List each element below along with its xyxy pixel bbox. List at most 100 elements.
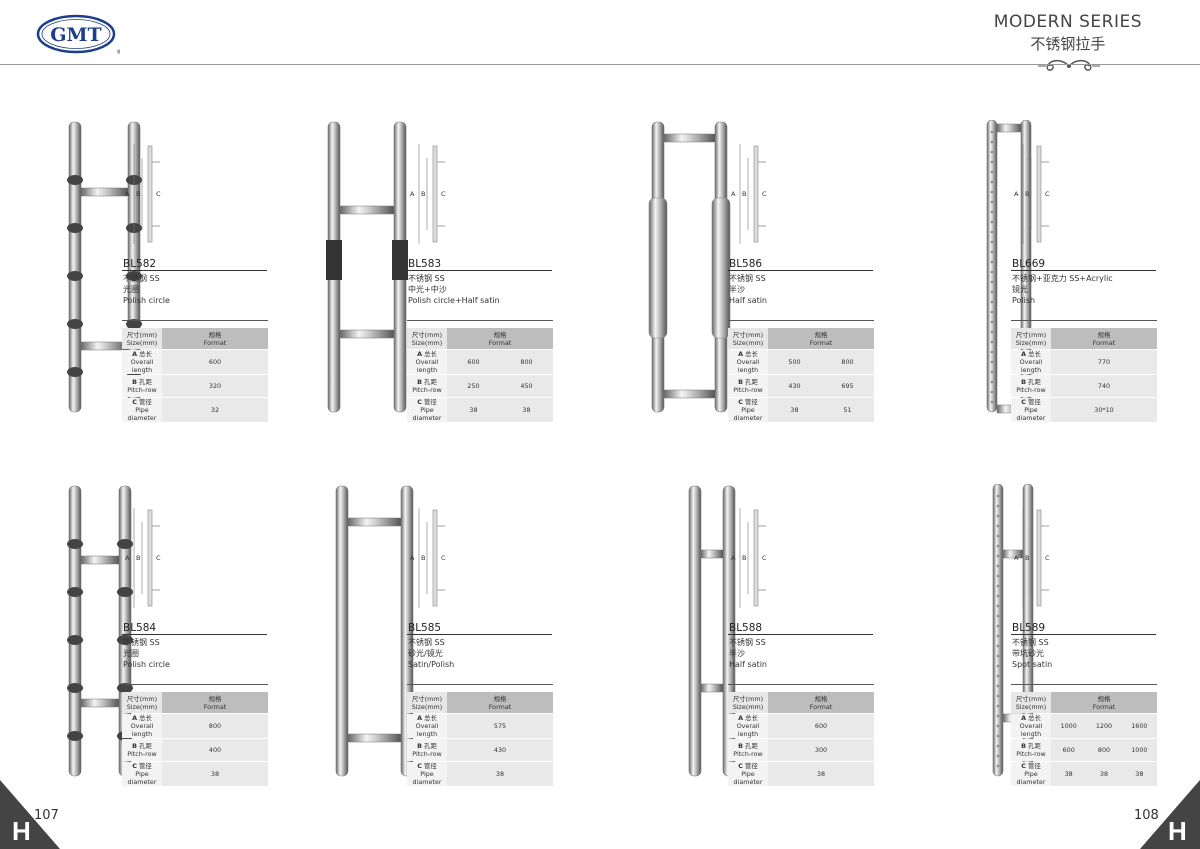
spec-value: 1000 <box>1121 739 1157 761</box>
spec-value: 38 <box>447 398 500 422</box>
spec-value: 600 <box>162 350 268 374</box>
svg-text:B: B <box>421 190 425 198</box>
spec-value: 400 <box>162 739 268 761</box>
spec-value: 600 <box>1051 739 1087 761</box>
series-title-zh: 不锈钢拉手 <box>1030 35 1106 53</box>
spec-value: 250 <box>447 375 500 397</box>
spec-value: 770 <box>1051 350 1157 374</box>
svg-text:A: A <box>125 554 130 562</box>
size-header: 尺寸(mm)Size(mm) <box>1011 692 1051 713</box>
svg-text:A: A <box>410 554 415 562</box>
product-code: BL589 <box>1012 622 1046 634</box>
svg-text:C: C <box>762 554 767 562</box>
spec-value: 38 <box>447 762 553 786</box>
svg-text:C: C <box>762 190 767 198</box>
spec-value: 800 <box>500 350 553 374</box>
size-header: 尺寸(mm)Size(mm) <box>407 328 447 349</box>
product-code: BL582 <box>123 258 157 270</box>
svg-text:C: C <box>441 554 446 562</box>
svg-text:B: B <box>136 190 140 198</box>
svg-text:H: H <box>1168 816 1187 846</box>
spec-value: 51 <box>821 398 874 422</box>
size-header: 尺寸(mm)Size(mm) <box>122 692 162 713</box>
spec-value: 1200 <box>1086 714 1122 738</box>
corner-tab-right: H <box>1140 780 1200 849</box>
gmt-logo: GMT ® <box>36 14 120 56</box>
page-number-right: 108 <box>1134 808 1159 823</box>
spec-value: 300 <box>768 739 874 761</box>
svg-text:A: A <box>1014 554 1019 562</box>
spec-value: 575 <box>447 714 553 738</box>
svg-text:C: C <box>156 554 161 562</box>
svg-text:B: B <box>742 554 746 562</box>
product-code: BL584 <box>123 622 157 634</box>
ornament-flourish <box>1038 59 1100 71</box>
svg-text:A: A <box>1014 190 1019 198</box>
product-photo <box>335 485 414 777</box>
svg-text:A: A <box>125 190 130 198</box>
product-code: BL585 <box>408 622 442 634</box>
svg-text:GMT: GMT <box>50 24 101 46</box>
spec-value: 600 <box>768 714 874 738</box>
spec-value: 430 <box>768 375 821 397</box>
series-title: MODERN SERIES 不锈钢拉手 <box>994 12 1142 54</box>
spec-value: 320 <box>162 375 268 397</box>
spec-value: 38 <box>1121 762 1157 786</box>
product-photo <box>648 121 731 413</box>
svg-text:B: B <box>421 554 425 562</box>
spec-value: 30*10 <box>1051 398 1157 422</box>
header-rule <box>0 64 1200 65</box>
corner-tab-left: H <box>0 780 60 849</box>
spec-value: 38 <box>162 762 268 786</box>
spec-value: 695 <box>821 375 874 397</box>
spec-value: 740 <box>1051 375 1157 397</box>
size-header: 尺寸(mm)Size(mm) <box>407 692 447 713</box>
spec-value: 38 <box>768 398 821 422</box>
spec-value: 38 <box>1051 762 1087 786</box>
svg-text:A: A <box>731 554 736 562</box>
size-header: 尺寸(mm)Size(mm) <box>728 692 768 713</box>
spec-value: 430 <box>447 739 553 761</box>
product-code: BL583 <box>408 258 442 270</box>
spec-value: 38 <box>1086 762 1122 786</box>
size-header: 尺寸(mm)Size(mm) <box>122 328 162 349</box>
svg-text:C: C <box>1045 190 1050 198</box>
svg-text:®: ® <box>116 49 120 56</box>
svg-text:A: A <box>731 190 736 198</box>
product-code: BL669 <box>1012 258 1046 270</box>
svg-text:H: H <box>12 816 31 846</box>
svg-text:B: B <box>136 554 140 562</box>
